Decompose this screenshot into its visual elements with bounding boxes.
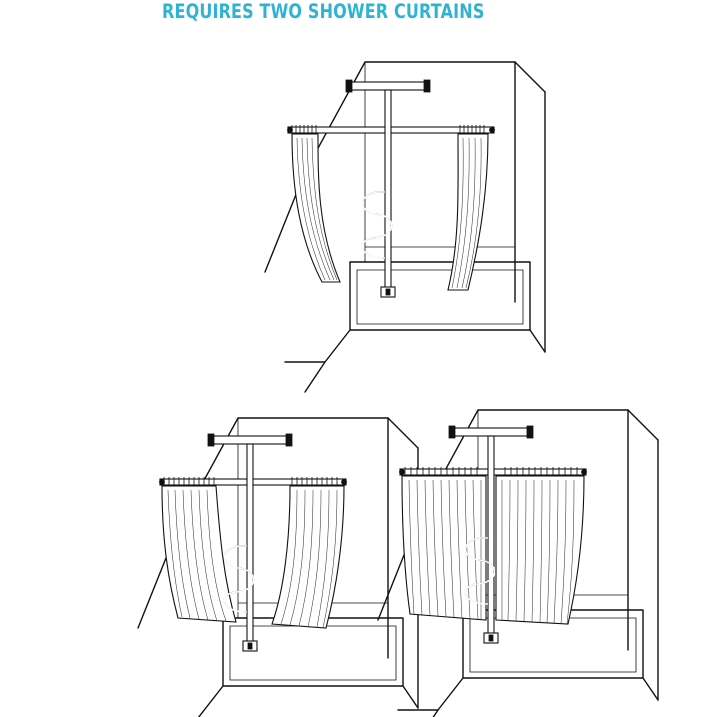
left-curtain: [161, 485, 237, 623]
left-curtain: [291, 133, 341, 283]
page-title: REQUIRES TWO SHOWER CURTAINS: [162, 0, 485, 23]
panel-curtains-partially-closed: [137, 417, 419, 717]
right-curtain: [447, 133, 489, 291]
left-curtain: [401, 475, 487, 621]
right-curtain: [271, 485, 345, 629]
panel-curtains-tied-open: [264, 61, 546, 393]
panel-curtains-closed: [377, 409, 659, 717]
